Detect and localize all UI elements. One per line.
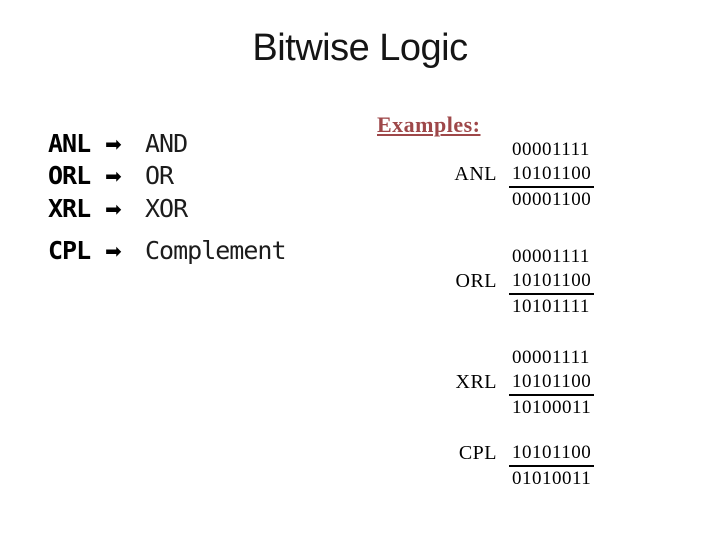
operand1: 00001111 — [512, 246, 590, 267]
opcode-label: XRL — [48, 194, 91, 223]
right-arrow-icon: ➡ — [105, 164, 122, 188]
right-arrow-icon: ➡ — [105, 132, 122, 156]
example-operands: 00001111 10101100 10100011 — [509, 346, 595, 420]
operand2: 10101100 — [509, 269, 595, 295]
right-arrow-icon: ➡ — [105, 197, 122, 221]
example-orl: ORL 00001111 10101100 10101111 — [430, 245, 606, 345]
example-cpl: CPL 10101100 01010011 — [430, 441, 606, 540]
operand2: 10101100 — [509, 370, 595, 396]
example-xrl: XRL 00001111 10101100 10100011 — [430, 346, 606, 446]
example-label: XRL — [455, 371, 497, 393]
mnemonic-row-anl: ANL ➡ AND — [48, 129, 188, 158]
opcode-label: ORL — [48, 161, 91, 190]
example-label: CPL — [458, 442, 497, 464]
operand2: 10101100 — [509, 441, 595, 467]
examples-heading: Examples: — [377, 112, 481, 137]
result: 10100011 — [512, 397, 592, 418]
example-operands: 00001111 10101100 10101111 — [509, 245, 595, 319]
operand1: 00001111 — [512, 347, 590, 368]
mnemonic-row-xrl: XRL ➡ XOR — [48, 194, 188, 223]
example-label: ORL — [455, 270, 497, 292]
mnemonic-row-cpl: CPL ➡ Complement — [48, 236, 287, 265]
result: 01010011 — [512, 468, 592, 489]
operand1: 00001111 — [512, 139, 590, 160]
example-label: ANL — [454, 163, 497, 185]
operand2: 10101100 — [509, 162, 595, 188]
opcode-label: ANL — [48, 129, 91, 158]
example-anl: ANL 00001111 10101100 00001100 — [430, 138, 606, 238]
right-arrow-icon: ➡ — [105, 239, 122, 263]
operation-name: Complement — [145, 236, 287, 265]
result: 00001100 — [512, 189, 592, 210]
mnemonic-row-orl: ORL ➡ OR — [48, 161, 174, 190]
operation-name: XOR — [145, 194, 188, 223]
example-operands: 00001111 10101100 00001100 — [509, 138, 595, 212]
example-operands: 10101100 01010011 — [509, 441, 595, 491]
opcode-label: CPL — [48, 236, 91, 265]
result: 10101111 — [512, 296, 590, 317]
operation-name: AND — [145, 129, 188, 158]
operation-name: OR — [145, 161, 174, 190]
slide-title: Bitwise Logic — [252, 27, 468, 69]
